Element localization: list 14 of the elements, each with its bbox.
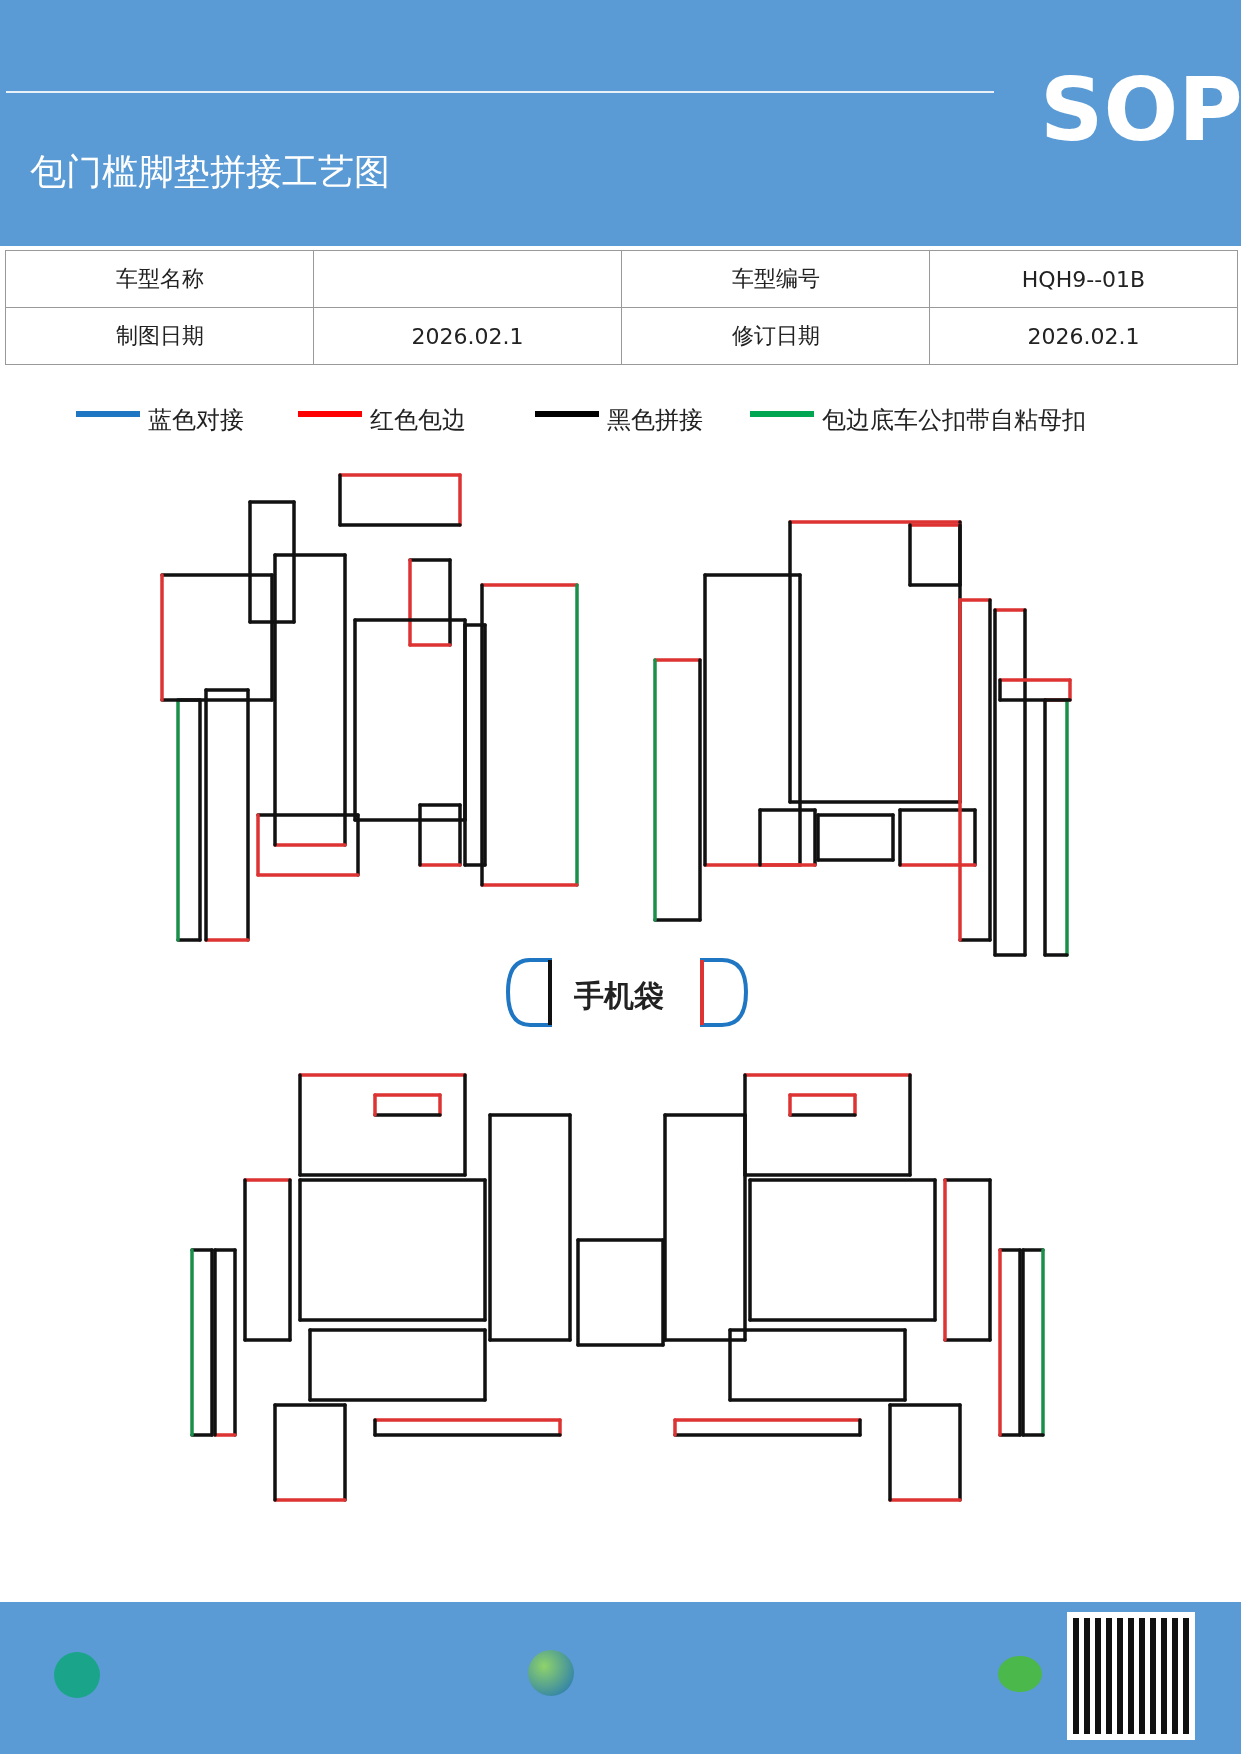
legend-text: 黑色拼接 [607,405,703,436]
phone-pocket-label: 手机袋 [574,977,664,1015]
table-cell: 车型名称 [5,250,314,308]
legend-text: 包边底车公扣带自粘母扣 [822,405,1086,436]
table-cell: HQH9--01B [929,250,1238,308]
document-type: SOP [1040,66,1241,154]
table-cell: 修订日期 [621,307,930,365]
table-cell: 车型编号 [621,250,930,308]
table-cell: 制图日期 [5,307,314,365]
legend-text: 蓝色对接 [148,405,244,436]
table-cell: 2026.02.1 [313,307,622,365]
table-cell: 2026.02.1 [929,307,1238,365]
legend-text: 红色包边 [370,405,466,436]
title: 包门槛脚垫拼接工艺图 [30,150,390,194]
